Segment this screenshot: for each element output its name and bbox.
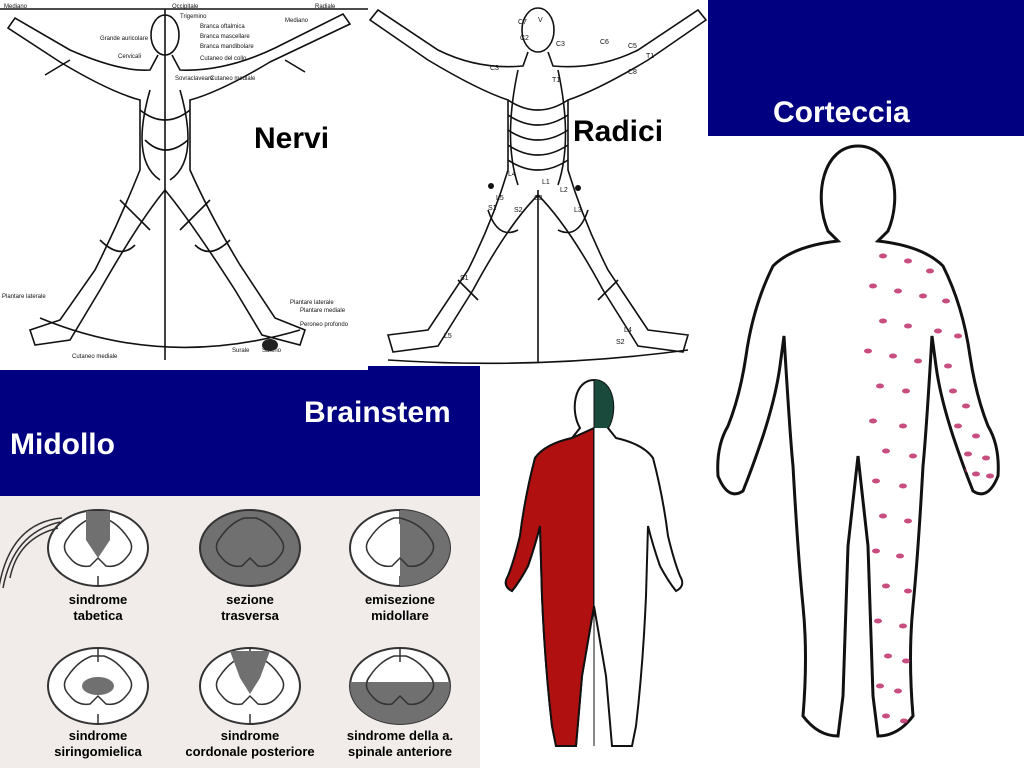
nerve-label: Safeno (262, 348, 282, 354)
nerve-label: Plantare laterale (290, 300, 334, 306)
syndrome-label: sindrome (69, 728, 128, 743)
syndrome-label: sindrome (221, 728, 280, 743)
nerve-label: Cervicali (118, 54, 141, 60)
root-label: C5 (628, 43, 637, 50)
dermatome-labels: C7 V C2 C3 C3 C6 C5 T1 C8 T1 L1 L2 L3 L4… (444, 17, 654, 346)
nerve-label: Cutaneo mediale (210, 76, 256, 82)
nerve-label: Trigemino (180, 14, 207, 20)
nervi-title: Nervi (254, 122, 330, 155)
syndrome-label: cordonale posteriore (185, 744, 314, 759)
root-label: C3 (556, 41, 565, 48)
syndrome-label: sindrome (69, 592, 128, 607)
root-label: S1 (460, 275, 469, 282)
root-label: L3 (574, 207, 582, 214)
nerve-label: Radiale (315, 4, 336, 10)
body-outline (716, 144, 1000, 738)
syndrome-label: tabetica (73, 608, 123, 623)
root-label: T1 (552, 77, 560, 84)
nerve-label: Cutaneo mediale (72, 354, 118, 360)
root-label: V (538, 17, 543, 24)
root-label: L2 (560, 187, 568, 194)
nerve-label: Surale (232, 348, 250, 354)
nerve-label: Grande auricolare (100, 36, 149, 42)
corteccia-panel (708, 136, 1024, 768)
syndrome-label: midollare (371, 608, 429, 623)
nerve-label: Mediano (285, 18, 309, 24)
nerve-label: Branca mascellare (200, 34, 250, 40)
cord-sezione-trasversa (199, 509, 301, 587)
nerve-label: Plantare mediale (300, 308, 346, 314)
root-label: L1 (542, 179, 550, 186)
root-label: L4 (508, 171, 516, 178)
root-label: L4 (624, 327, 632, 334)
brainstem-panel (480, 366, 708, 768)
cord-tabetica (0, 509, 149, 589)
root-label: L5 (496, 195, 504, 202)
cord-cordonale-posteriore (199, 647, 301, 725)
nervi-panel: Mediano Occipitale Trigemino Radiale Med… (0, 0, 368, 370)
nerve-label: Sovraclaveare (175, 76, 214, 82)
cord-emisezione (349, 509, 451, 587)
root-label: C2 (520, 35, 529, 42)
sensory-spots (864, 253, 994, 724)
hemibody-sensory-loss-figure (504, 378, 684, 747)
root-label: T1 (646, 53, 654, 60)
syndrome-label: sezione (226, 592, 274, 607)
brainstem-title: Brainstem (304, 396, 451, 429)
root-label: S3 (534, 195, 543, 202)
syndrome-label: spinale anteriore (348, 744, 452, 759)
hemibody-lesion (504, 426, 594, 747)
nerve-label: Peroneo profondo (300, 322, 349, 328)
root-label: S2 (514, 207, 523, 214)
syndrome-label: trasversa (221, 608, 280, 623)
nerve-label: Mediano (4, 4, 28, 10)
corteccia-title: Corteccia (773, 96, 910, 129)
syndrome-label: sindrome della a. (347, 728, 453, 743)
nerve-labels: Mediano Occipitale Trigemino Radiale Med… (2, 4, 349, 360)
nerve-label: Plantare laterale (2, 294, 46, 300)
cord-siringomielica (47, 647, 149, 725)
spinal-cord-syndromes-diagram: sindrome tabetica sezione trasversa emis… (0, 509, 453, 759)
root-label: C6 (600, 39, 609, 46)
cortical-sensory-loss-figure (716, 144, 1000, 738)
face-lesion (594, 380, 614, 428)
midollo-panel: sindrome tabetica sezione trasversa emis… (0, 496, 480, 768)
syndrome-label: siringomielica (54, 744, 142, 759)
root-label: L5 (444, 333, 452, 340)
midollo-title: Midollo (10, 428, 115, 461)
syndrome-label: emisezione (365, 592, 435, 607)
nerve-label: Branca mandibolare (200, 44, 254, 50)
nerve-label: Occipitale (172, 4, 199, 10)
radici-panel: C7 V C2 C3 C3 C6 C5 T1 C8 T1 L1 L2 L3 L4… (368, 0, 708, 366)
nerves-figure-diagram: Mediano Occipitale Trigemino Radiale Med… (0, 4, 368, 360)
nerve-label: Branca oftalmica (200, 24, 245, 30)
dermatome-figure-diagram: C7 V C2 C3 C3 C6 C5 T1 C8 T1 L1 L2 L3 L4… (368, 7, 708, 365)
cord-spinale-anteriore (349, 647, 451, 725)
root-label: C7 (518, 19, 527, 26)
radici-title: Radici (573, 115, 664, 148)
corteccia-header: Corteccia (708, 0, 1024, 136)
root-label: C3 (490, 65, 499, 72)
root-label: S1 (488, 205, 497, 212)
root-label: S2 (616, 339, 625, 346)
root-label: C8 (628, 69, 637, 76)
nerve-label: Cutaneo del collo (200, 56, 247, 62)
